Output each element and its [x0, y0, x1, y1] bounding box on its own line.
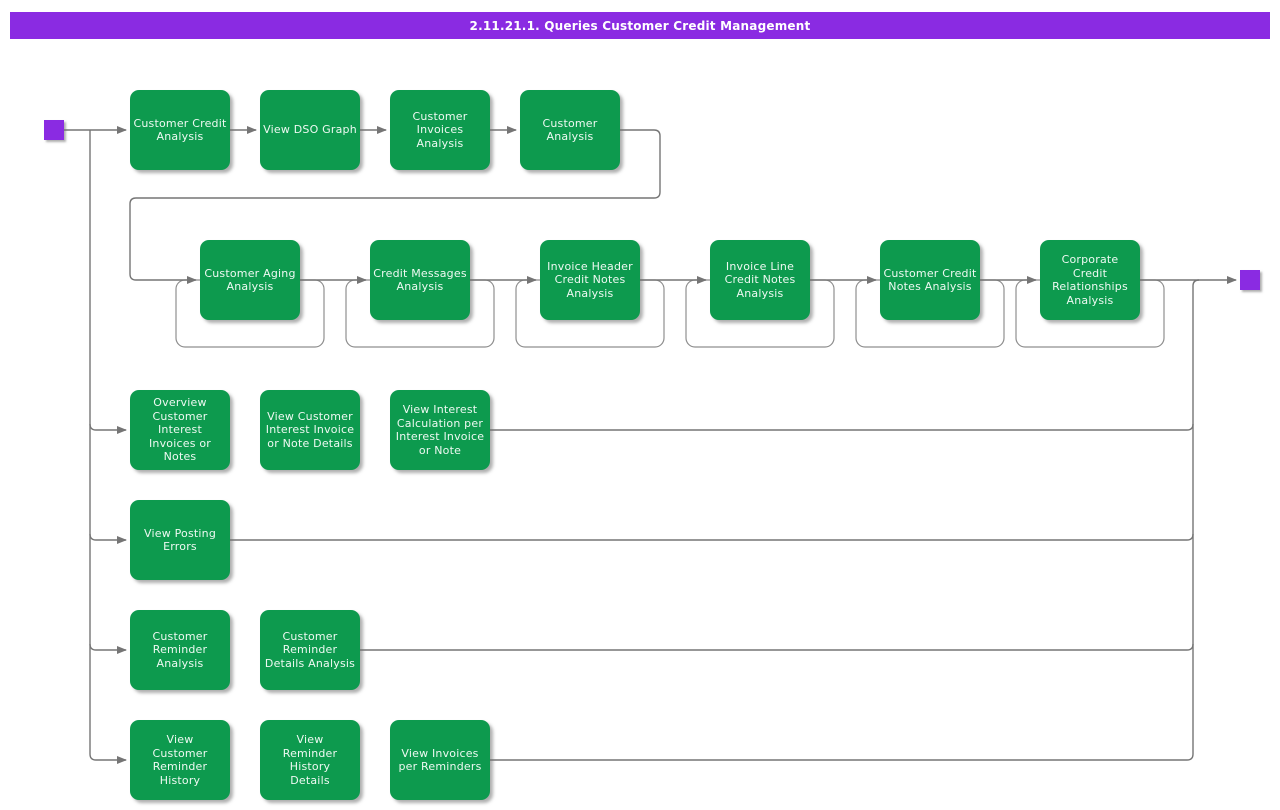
- connector-line: [89, 643, 127, 654]
- connector-line: [490, 279, 1200, 761]
- connector-line: [490, 423, 1194, 431]
- activity-invoice-line-credit-notes-analysis[interactable]: Invoice Line Credit Notes Analysis: [710, 240, 810, 320]
- connector-line: [360, 643, 1194, 651]
- activity-credit-messages-analysis[interactable]: Credit Messages Analysis: [370, 240, 470, 320]
- activity-customer-analysis[interactable]: Customer Analysis: [520, 90, 620, 170]
- activity-customer-credit-notes-analysis[interactable]: Customer Credit Notes Analysis: [880, 240, 980, 320]
- activity-customer-reminder-analysis[interactable]: Customer Reminder Analysis: [130, 610, 230, 690]
- diagram-title: 2.11.21.1. Queries Customer Credit Manag…: [469, 18, 811, 33]
- activity-view-customer-interest-invoice-or-note-details[interactable]: View Customer Interest Invoice or Note D…: [260, 390, 360, 470]
- activity-view-dso-graph[interactable]: View DSO Graph: [260, 90, 360, 170]
- activity-customer-credit-analysis[interactable]: Customer Credit Analysis: [130, 90, 230, 170]
- activity-customer-reminder-details-analysis[interactable]: Customer Reminder Details Analysis: [260, 610, 360, 690]
- activity-view-posting-errors[interactable]: View Posting Errors: [130, 500, 230, 580]
- connector-line: [230, 533, 1194, 541]
- activity-view-interest-calculation-per-interest-invoice-or-note[interactable]: View Interest Calculation per Interest I…: [390, 390, 490, 470]
- activity-corporate-credit-relationships-analysis[interactable]: Corporate Credit Relationships Analysis: [1040, 240, 1140, 320]
- start-node: [44, 120, 64, 140]
- connector-line: [89, 533, 127, 544]
- connector-line: [129, 129, 661, 284]
- title-bar: 2.11.21.1. Queries Customer Credit Manag…: [10, 12, 1270, 39]
- activity-view-customer-reminder-history[interactable]: View Customer Reminder History: [130, 720, 230, 800]
- connector-line: [89, 423, 127, 434]
- activity-overview-customer-interest-invoices-or-notes[interactable]: Overview Customer Interest Invoices or N…: [130, 390, 230, 470]
- activity-customer-invoices-analysis[interactable]: Customer Invoices Analysis: [390, 90, 490, 170]
- activity-customer-aging-analysis[interactable]: Customer Aging Analysis: [200, 240, 300, 320]
- end-node: [1240, 270, 1260, 290]
- activity-view-invoices-per-reminders[interactable]: View Invoices per Reminders: [390, 720, 490, 800]
- activity-view-reminder-history-details[interactable]: View Reminder History Details: [260, 720, 360, 800]
- activity-invoice-header-credit-notes-analysis[interactable]: Invoice Header Credit Notes Analysis: [540, 240, 640, 320]
- connector-line: [89, 130, 127, 764]
